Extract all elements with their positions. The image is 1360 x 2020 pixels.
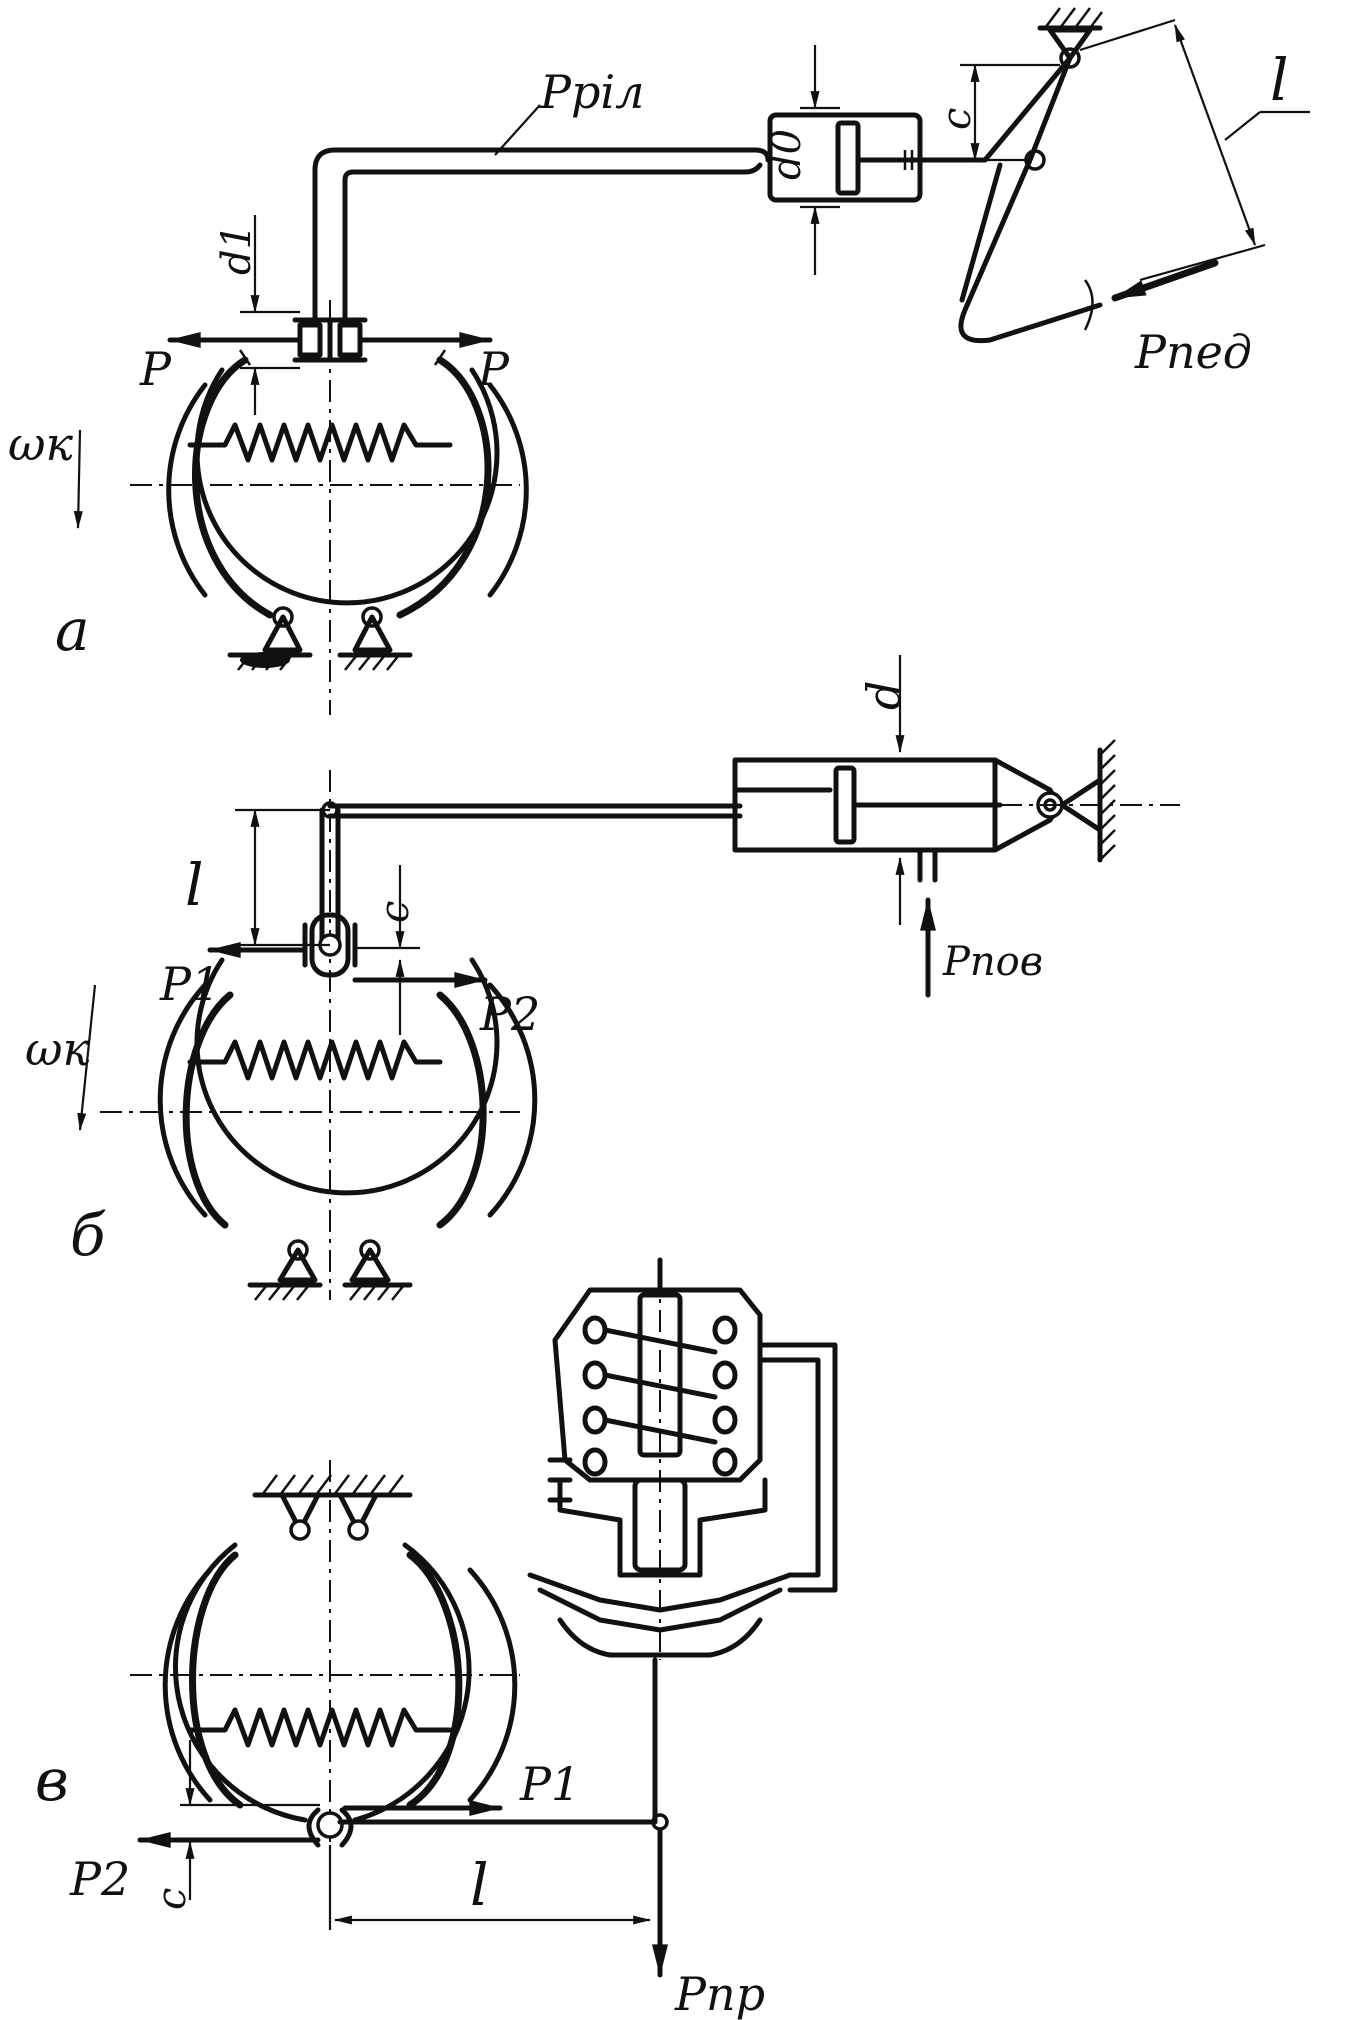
diagram-b-pneumatic: d Pпов l c P1 P2 ωк б [25, 655, 1180, 1301]
v-dimension-c: c [149, 1888, 195, 1910]
v-force-p1: P1 [519, 1757, 580, 1811]
diagram-a-hydraulic: P P d1 Pріл d0 [8, 7, 1310, 715]
a-force-p-right: P [477, 342, 510, 396]
a-return-spring [187, 422, 453, 463]
v-return-spring [187, 1707, 453, 1748]
b-wheel-rotation-omega: ωк [25, 1022, 91, 1076]
a-shoe-pivots [227, 606, 413, 671]
a-wheel-rotation-omega: ωк [8, 417, 74, 471]
b-diagram-letter: б [70, 1201, 106, 1269]
b-shoe-pivots [247, 1239, 413, 1301]
v-dimension-l: l [470, 1851, 489, 1919]
b-force-p1: P1 [159, 957, 220, 1011]
a-pedal-force-label: Pпед [1134, 325, 1252, 379]
a-wheel-cylinder [292, 317, 368, 363]
a-dimension-c: c [934, 108, 980, 130]
v-brake-shoes [189, 1551, 463, 1809]
v-power-spring [582, 1315, 738, 1477]
b-dimension-l: l [185, 851, 204, 919]
b-cam-lever [302, 801, 358, 978]
a-diagram-letter: а [55, 596, 90, 664]
v-spring-brake-chamber [527, 1257, 838, 1658]
diagram-v-spring-chamber: Pпр P1 P2 c l в [35, 1257, 838, 2020]
b-brake-shoes [182, 991, 487, 1229]
v-drum [162, 1542, 518, 1823]
b-pressure-p-pov: Pпов [942, 939, 1043, 985]
v-force-p-pr: Pпр [674, 1967, 765, 2020]
a-dimension-d1: d1 [214, 224, 260, 275]
b-return-spring [187, 1039, 443, 1081]
a-brake-pedal [958, 7, 1103, 344]
v-force-p2: P2 [69, 1852, 130, 1906]
a-dimension-l: l [1270, 46, 1289, 114]
a-hydraulic-line [312, 147, 771, 321]
v-diagram-letter: в [35, 1746, 69, 1814]
b-dimension-d: d [857, 681, 911, 710]
a-pressure-p-rid: Pріл [539, 65, 644, 119]
b-brake-chamber [732, 739, 1116, 883]
v-shoe-pivots [252, 1474, 413, 1541]
a-dimension-d0: d0 [764, 129, 810, 180]
a-brake-shoes [192, 349, 492, 619]
a-force-p-left: P [139, 342, 172, 396]
b-dimension-c: c [372, 901, 418, 923]
b-force-p2: P2 [479, 987, 540, 1041]
